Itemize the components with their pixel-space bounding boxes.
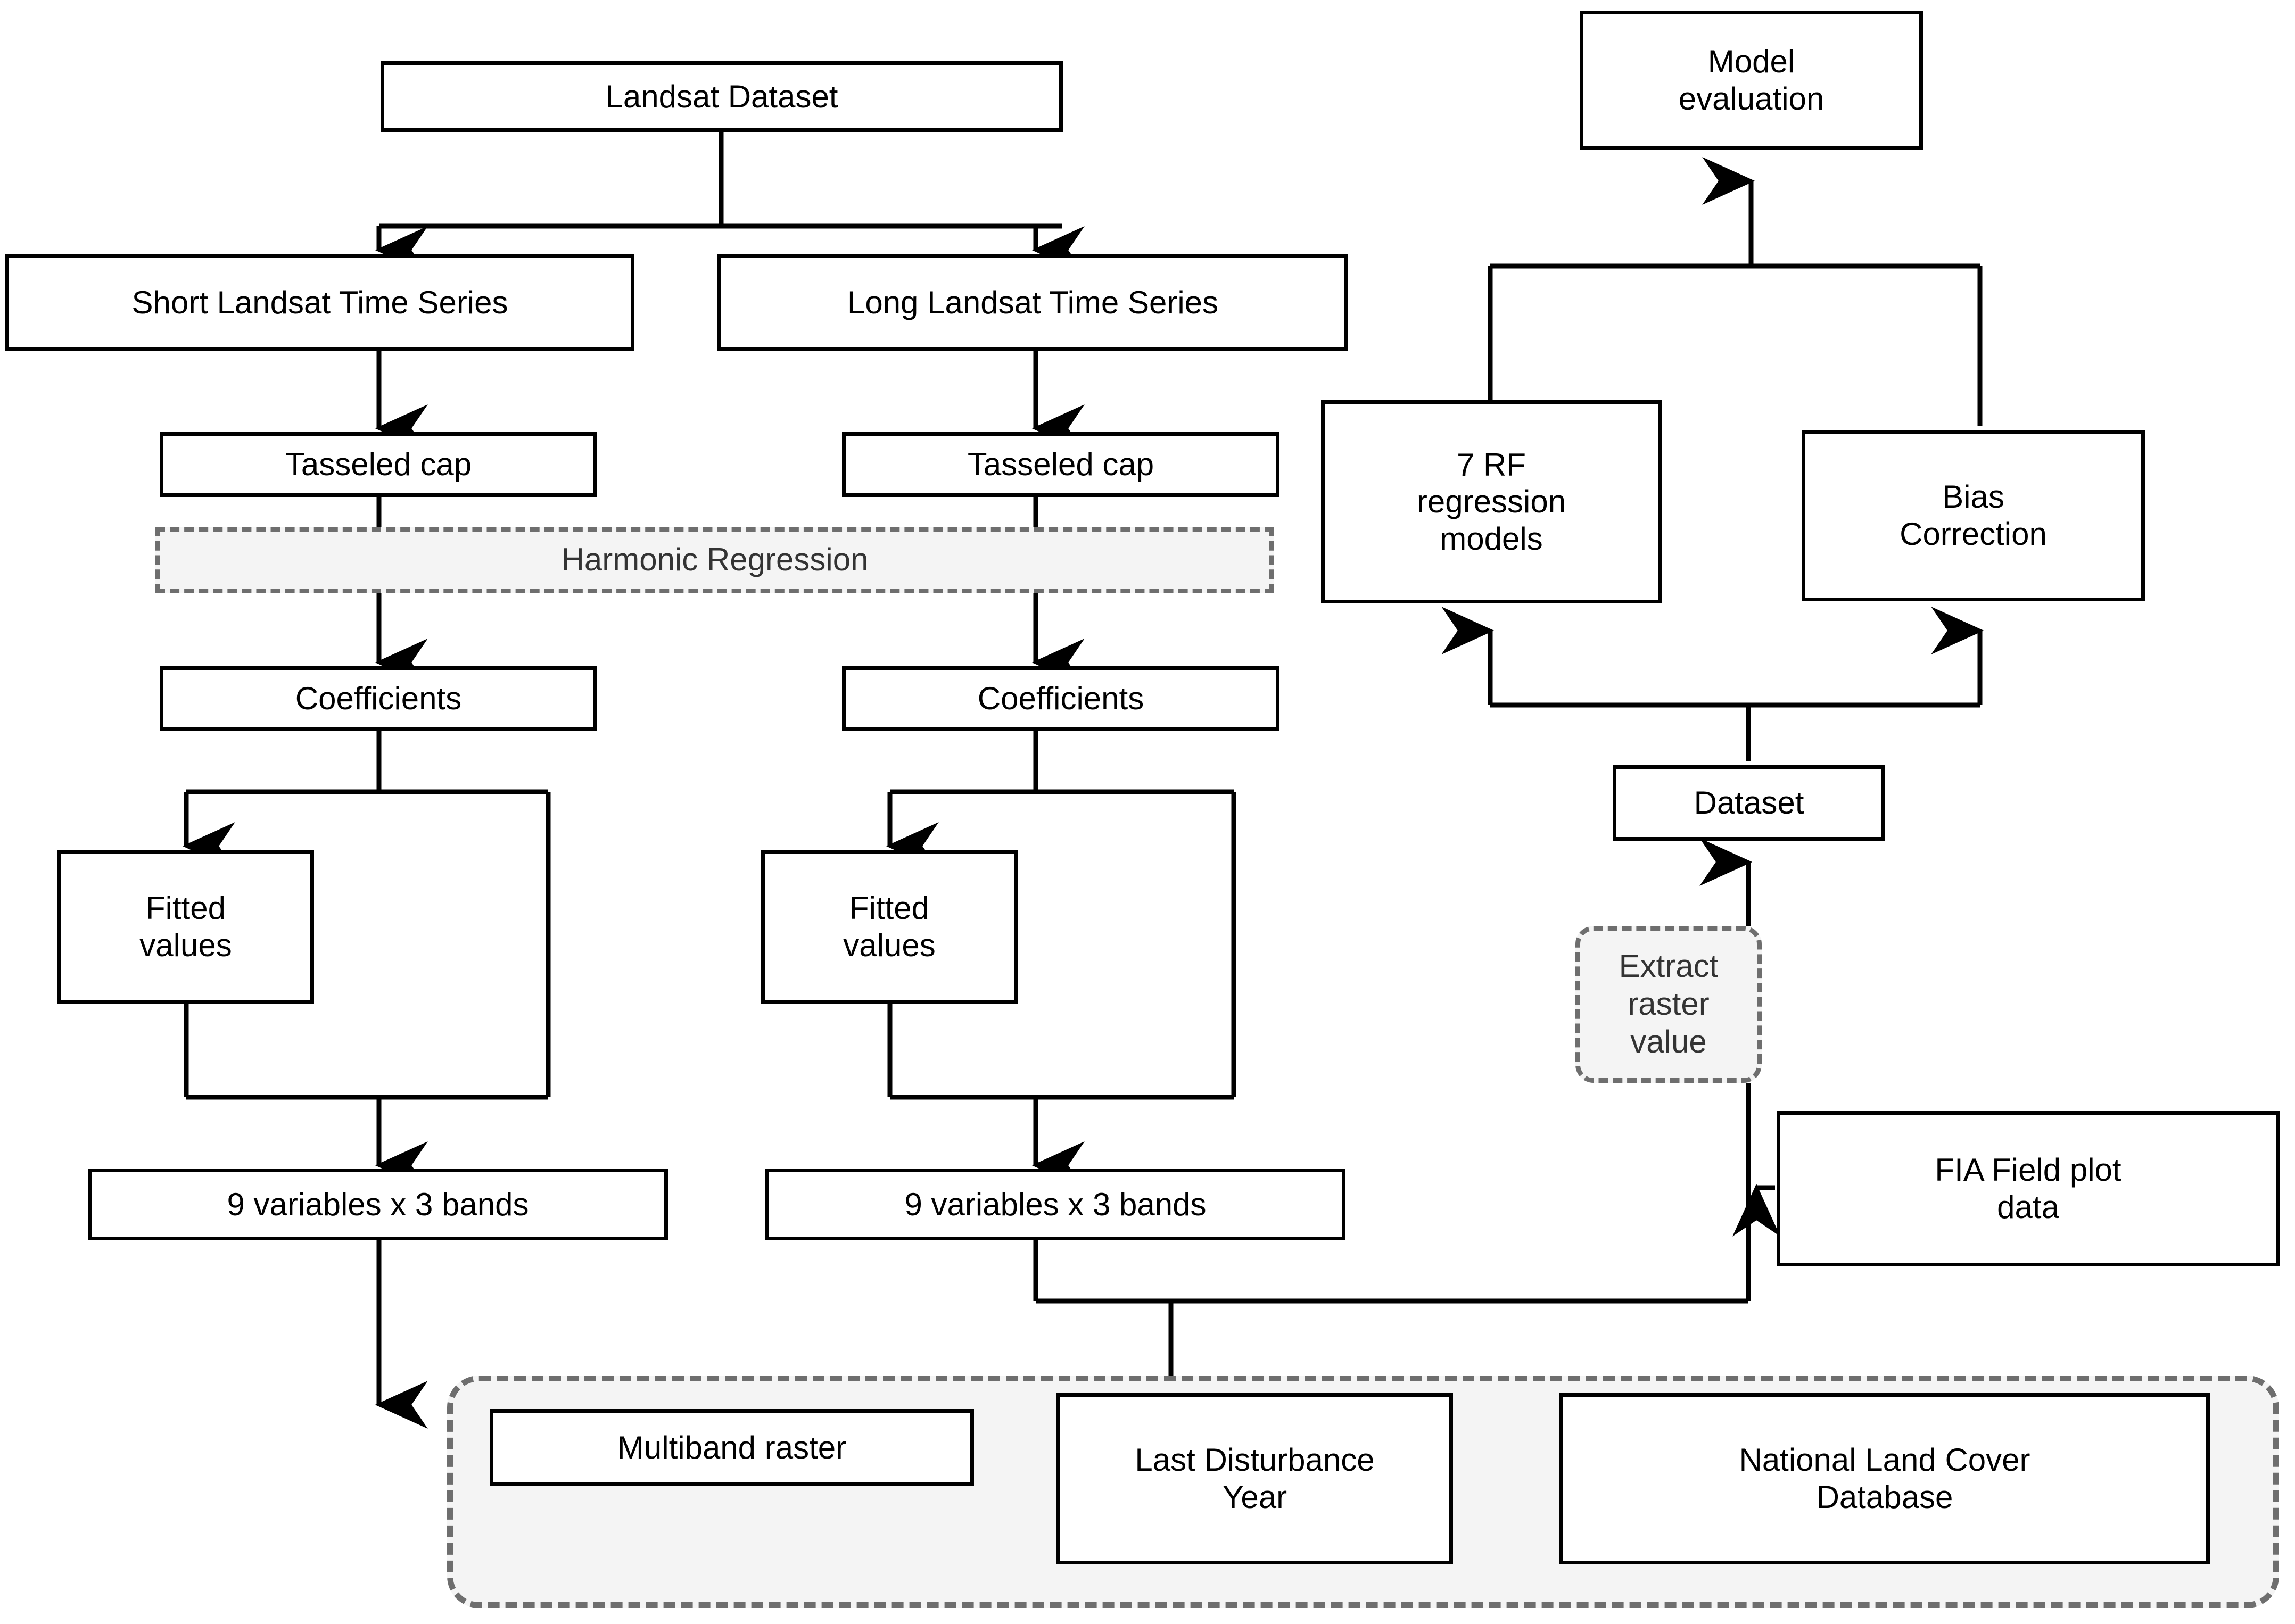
node-landsat-dataset[interactable]: Landsat Dataset (381, 61, 1063, 132)
node-fitted-values-right[interactable]: Fitted values (761, 850, 1018, 1004)
node-variables-left[interactable]: 9 variables x 3 bands (88, 1169, 668, 1240)
node-tasseled-cap-left[interactable]: Tasseled cap (160, 432, 597, 497)
node-bias-correction[interactable]: Bias Correction (1802, 430, 2145, 601)
node-fia-field-plot-data[interactable]: FIA Field plot data (1777, 1111, 2280, 1266)
node-fitted-values-left[interactable]: Fitted values (57, 850, 314, 1004)
node-variables-right[interactable]: 9 variables x 3 bands (765, 1169, 1345, 1240)
node-short-landsat-time-series[interactable]: Short Landsat Time Series (5, 254, 634, 351)
node-harmonic-regression[interactable]: Harmonic Regression (155, 527, 1274, 593)
node-multiband-raster[interactable]: Multiband raster (490, 1409, 974, 1486)
node-coefficients-right[interactable]: Coefficients (842, 666, 1279, 731)
node-coefficients-left[interactable]: Coefficients (160, 666, 597, 731)
node-extract-raster-value[interactable]: Extract raster value (1575, 926, 1762, 1083)
node-model-evaluation[interactable]: Model evaluation (1580, 11, 1923, 150)
node-long-landsat-time-series[interactable]: Long Landsat Time Series (717, 254, 1348, 351)
node-dataset[interactable]: Dataset (1613, 765, 1885, 841)
node-last-disturbance-year[interactable]: Last Disturbance Year (1056, 1393, 1453, 1564)
node-national-land-cover-database[interactable]: National Land Cover Database (1559, 1393, 2210, 1564)
node-tasseled-cap-right[interactable]: Tasseled cap (842, 432, 1279, 497)
node-rf-regression-models[interactable]: 7 RF regression models (1321, 400, 1662, 603)
